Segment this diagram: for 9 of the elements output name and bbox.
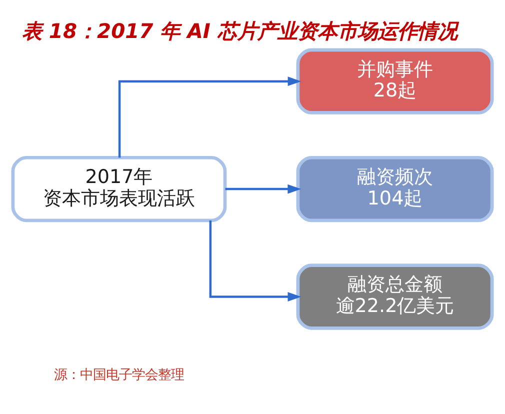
diagram-title: 表 18：2017 年 AI 芯片产业资本市场运作情况 [22,19,458,44]
arrow [209,220,302,302]
node-box: 融资频次 104起 [296,156,494,222]
node-box: 2017年 资本市场表现活跃 [11,156,227,222]
node-box: 融资总金额 逾22.2亿美元 [296,264,494,330]
arrow [118,76,302,158]
caption: 源：中国电子学会整理 [54,368,184,383]
node-box: 并购事件 28起 [296,48,494,114]
arrow [225,184,302,194]
